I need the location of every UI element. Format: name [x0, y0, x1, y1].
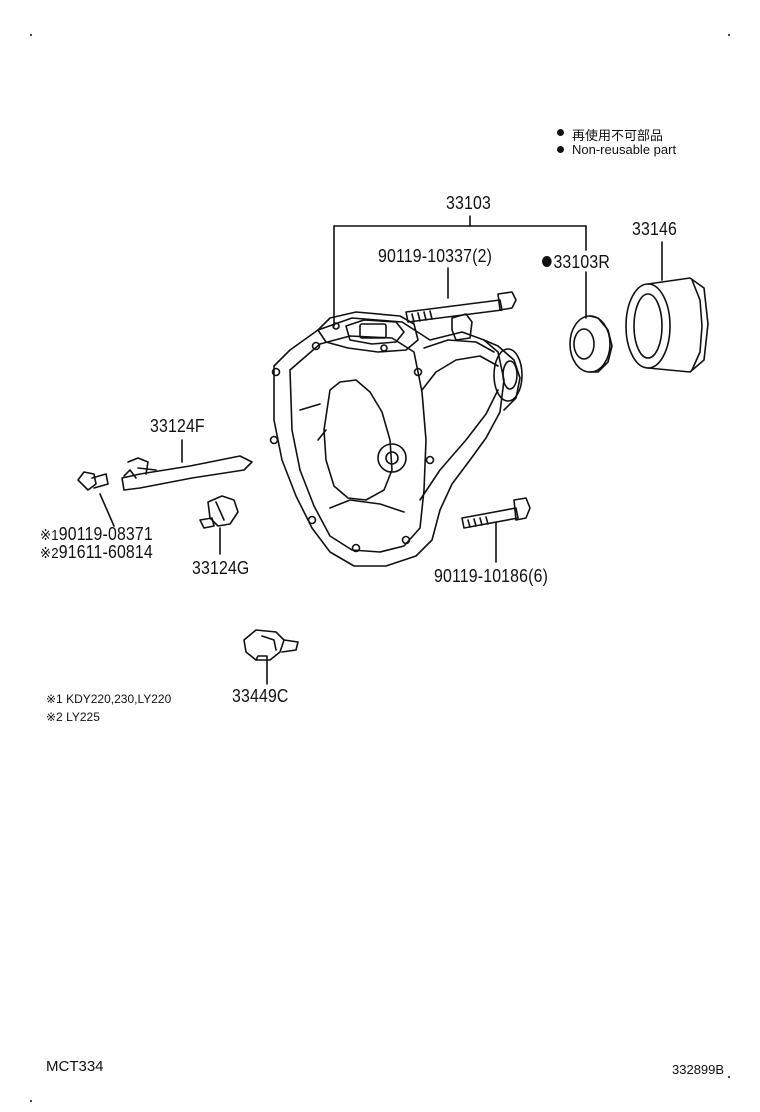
harness-clamp — [243, 629, 299, 661]
legend-dot-jp — [557, 129, 564, 136]
part-label-bolt-upper: 90119-10337(2) — [378, 246, 493, 266]
part-label-case: 33103 — [446, 193, 491, 213]
upper-bolt — [405, 291, 517, 323]
part-label-oil-seal: 33103R — [542, 252, 610, 273]
lever-bolt-number-1: 90119-08371 — [58, 524, 153, 544]
cover-sleeve — [625, 277, 709, 373]
small-bolt — [77, 471, 109, 491]
lever-bolt-mark-1: ※1 — [40, 527, 59, 544]
note-1: ※1 KDY220,230,LY220 — [46, 692, 172, 706]
oil-seal-number: 33103R — [553, 252, 610, 272]
lever-bolt-number-2: 91611-60814 — [58, 542, 153, 562]
legend-text-jp: 再使用不可部品 — [572, 128, 664, 143]
lever-bolt-mark-2: ※2 — [40, 545, 59, 562]
oil-seal — [569, 315, 613, 373]
non-reusable-dot — [542, 256, 552, 267]
lower-bolt — [461, 497, 531, 529]
shift-lever — [121, 455, 253, 491]
corner-speck — [728, 34, 730, 36]
part-label-lever-bolt-1: ※190119-08371 — [40, 524, 153, 545]
corner-speck — [30, 1100, 32, 1102]
part-label-clamp: 33449C — [232, 686, 289, 706]
lever-clip — [199, 495, 239, 529]
footer-left-code: MCT334 — [46, 1058, 104, 1075]
legend-text-en: Non-reusable part — [572, 142, 677, 157]
extension-housing — [269, 311, 523, 567]
part-label-cover: 33146 — [632, 219, 677, 239]
corner-speck — [728, 1076, 730, 1078]
corner-speck — [30, 34, 32, 36]
part-label-clip: 33124G — [192, 558, 250, 578]
note-2: ※2 LY225 — [46, 710, 100, 724]
legend-dot-en — [557, 146, 564, 153]
part-label-lever: 33124F — [150, 416, 205, 436]
part-label-bolt-lower: 90119-10186(6) — [434, 566, 549, 586]
footer-right-code: 332899B — [672, 1062, 725, 1077]
part-label-lever-bolt-2: ※291611-60814 — [40, 542, 153, 563]
